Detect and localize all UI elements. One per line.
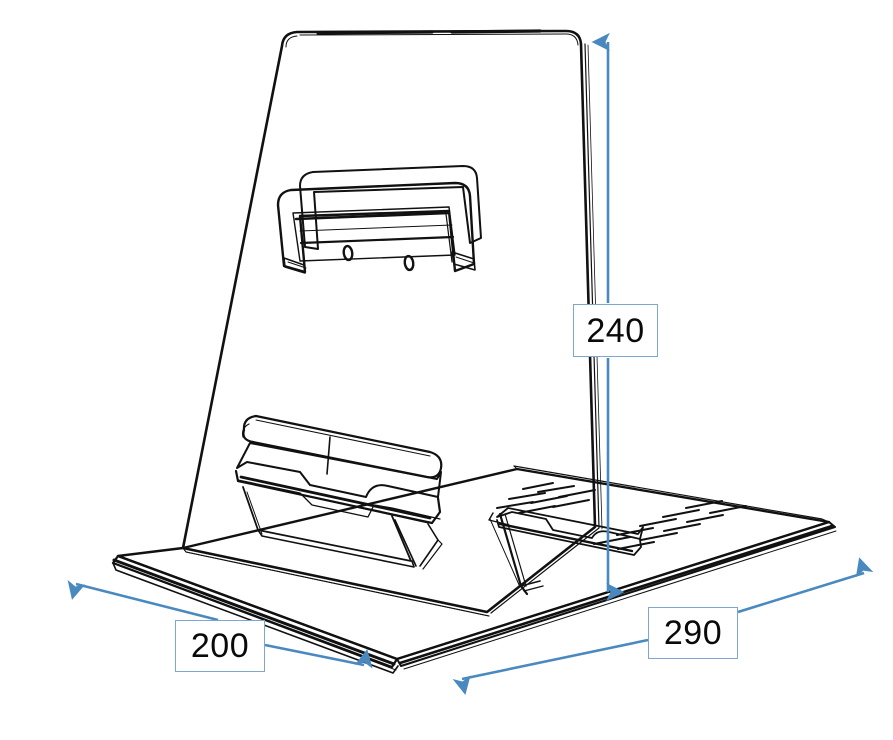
dimension-label-depth: 200 (175, 620, 265, 672)
dimension-label-width: 290 (648, 607, 738, 659)
back-panel (181, 29, 603, 617)
top-bracket (276, 165, 482, 274)
dimension-line-width-right (737, 557, 874, 614)
dimension-line-depth-right (264, 643, 373, 669)
bracket-holes (342, 244, 415, 272)
perforation-slots-right (593, 500, 747, 550)
lower-ledge (234, 414, 443, 570)
dimension-lines (67, 32, 874, 696)
dimension-label-height: 240 (573, 304, 658, 357)
dimension-line-width-left (452, 638, 649, 696)
product-line-art (111, 29, 837, 674)
dimension-line-depth-left (67, 579, 219, 622)
kickstand (488, 507, 644, 596)
perforation-slots-left (496, 482, 596, 514)
